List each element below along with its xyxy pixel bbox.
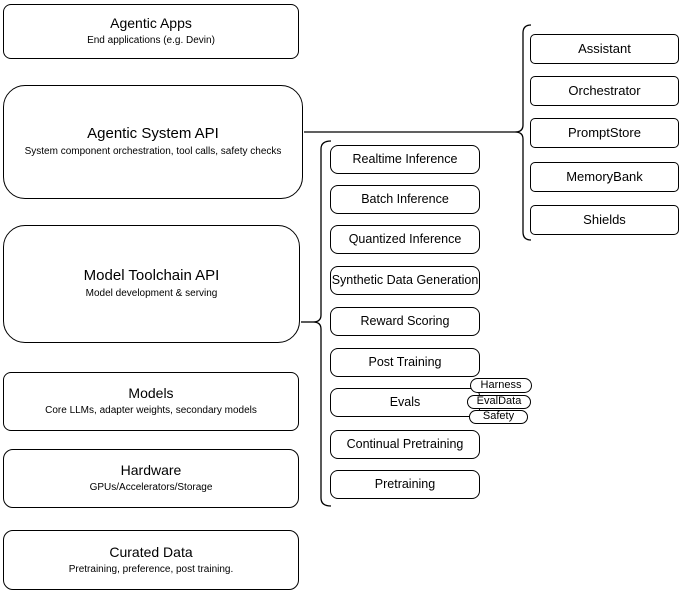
node-title: MemoryBank — [566, 169, 643, 185]
node-subtitle: System component orchestration, tool cal… — [24, 146, 282, 158]
node-title: Continual Pretraining — [346, 437, 464, 451]
node-evals: Evals — [330, 388, 480, 417]
node-hardware: Hardware GPUs/Accelerators/Storage — [3, 449, 299, 508]
node-title: Models — [128, 385, 174, 402]
node-shields: Shields — [530, 205, 679, 235]
node-reward-scoring: Reward Scoring — [330, 307, 480, 336]
node-title: Quantized Inference — [348, 232, 462, 246]
node-continual-pretraining: Continual Pretraining — [330, 430, 480, 459]
node-title: Evals — [389, 395, 421, 409]
node-synthetic-data-generation: Synthetic Data Generation — [330, 266, 480, 295]
node-batch-inference: Batch Inference — [330, 185, 480, 214]
tag-safety: Safety — [469, 410, 528, 424]
tag-harness: Harness — [470, 378, 532, 393]
node-title: Synthetic Data Generation — [331, 273, 479, 287]
node-memorybank: MemoryBank — [530, 162, 679, 192]
node-title: Orchestrator — [568, 83, 641, 99]
node-orchestrator: Orchestrator — [530, 76, 679, 106]
tag-label: Harness — [480, 378, 522, 391]
node-title: Post Training — [368, 355, 442, 369]
node-agentic-system-api: Agentic System API System component orch… — [3, 85, 303, 199]
node-title: Shields — [583, 212, 626, 228]
tag-label: Safety — [482, 410, 515, 423]
node-title: Agentic Apps — [110, 15, 192, 32]
node-subtitle: Core LLMs, adapter weights, secondary mo… — [45, 405, 257, 417]
node-realtime-inference: Realtime Inference — [330, 145, 480, 174]
brace-toolchain — [312, 140, 332, 507]
node-subtitle: End applications (e.g. Devin) — [87, 35, 215, 47]
node-title: Hardware — [120, 462, 182, 479]
node-title: Model Toolchain API — [83, 267, 220, 285]
node-title: Realtime Inference — [352, 152, 458, 166]
node-curated-data: Curated Data Pretraining, preference, po… — [3, 530, 299, 590]
node-agentic-apps: Agentic Apps End applications (e.g. Devi… — [3, 4, 299, 59]
node-subtitle: Model development & serving — [85, 288, 218, 300]
node-post-training: Post Training — [330, 348, 480, 377]
node-title: Curated Data — [109, 543, 193, 560]
node-models: Models Core LLMs, adapter weights, secon… — [3, 372, 299, 431]
node-subtitle: GPUs/Accelerators/Storage — [89, 482, 213, 494]
node-title: Agentic System API — [87, 125, 219, 143]
node-promptstore: PromptStore — [530, 118, 679, 148]
node-title: PromptStore — [568, 125, 641, 141]
brace-system-components — [514, 24, 532, 241]
node-title: Batch Inference — [361, 192, 449, 206]
node-title: Assistant — [578, 41, 631, 57]
node-quantized-inference: Quantized Inference — [330, 225, 480, 254]
node-assistant: Assistant — [530, 34, 679, 64]
tag-evaldata: EvalData — [467, 395, 531, 409]
node-pretraining: Pretraining — [330, 470, 480, 499]
node-model-toolchain-api: Model Toolchain API Model development & … — [3, 225, 300, 343]
node-title: Reward Scoring — [360, 314, 450, 328]
node-subtitle: Pretraining, preference, post training. — [68, 563, 234, 575]
tag-label: EvalData — [476, 395, 522, 408]
node-title: Pretraining — [374, 477, 436, 491]
